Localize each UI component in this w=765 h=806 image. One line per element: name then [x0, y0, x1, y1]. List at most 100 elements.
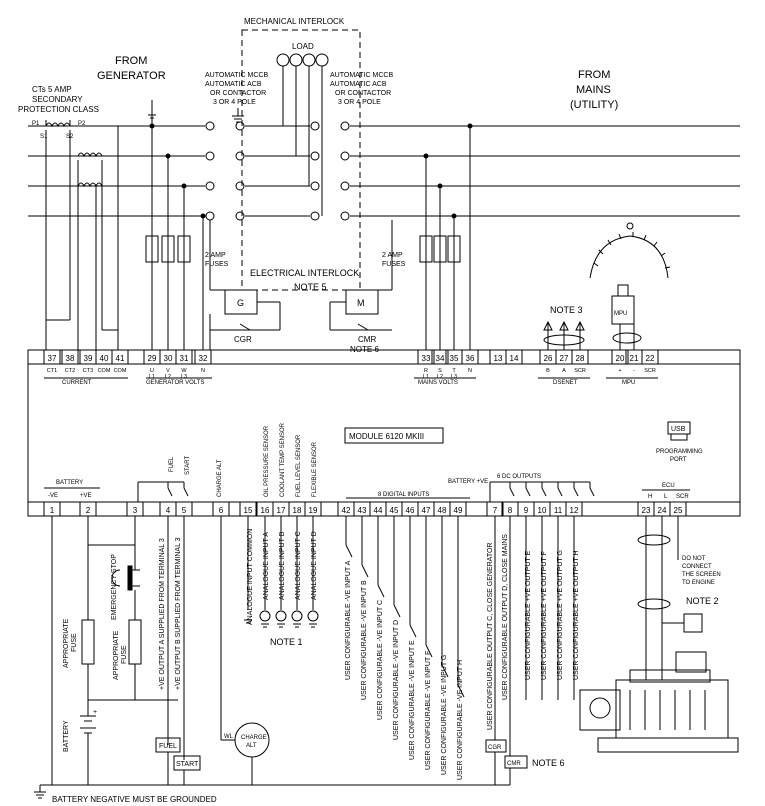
bottom-terminal-number: 46	[406, 506, 415, 515]
terminal-descriptions: +VE OUTPUT A SUPPLIED FROM TERMINAL 3+VE…	[159, 529, 580, 780]
ground-icon	[34, 784, 52, 799]
top-terminal-20[interactable]	[611, 349, 629, 365]
svg-text:START: START	[176, 761, 199, 768]
mpu-gear-icon: MPU	[589, 222, 671, 350]
top-terminal-sub: L1	[423, 374, 429, 380]
contact-circles	[205, 121, 350, 221]
top-terminal-41[interactable]	[111, 349, 129, 365]
bottom-terminal-number: 43	[358, 506, 367, 515]
from-mains-label-2: MAINS	[576, 84, 611, 96]
note1-label: NOTE 1	[270, 637, 303, 647]
top-terminal-sub: V	[166, 368, 170, 374]
svg-text:APPROPRIATE: APPROPRIATE	[63, 618, 70, 668]
svg-text:ALT: ALT	[246, 743, 257, 749]
bottom-terminal-number: 12	[570, 506, 579, 515]
top-terminal-sub: N	[468, 368, 472, 374]
earth-icon	[232, 108, 244, 123]
top-terminal-36[interactable]	[461, 349, 479, 365]
top-terminal-31[interactable]	[175, 349, 193, 365]
svg-text:M: M	[357, 298, 365, 308]
sensor-label: COOLANT TEMP SENSOR	[280, 422, 286, 497]
top-terminal-38[interactable]	[61, 349, 79, 365]
top-terminal-number: 26	[544, 354, 553, 363]
top-terminal-sub: L3	[451, 374, 457, 380]
svg-text:USB: USB	[671, 426, 686, 433]
ground-symbols	[244, 619, 317, 628]
top-terminal-number: 29	[148, 354, 157, 363]
svg-text:APPROPRIATE: APPROPRIATE	[113, 630, 120, 680]
top-terminal-number: 31	[180, 354, 189, 363]
top-terminal-number: 21	[630, 354, 639, 363]
from-mains-label-1: FROM	[578, 69, 610, 81]
top-terminal-28[interactable]	[571, 349, 589, 365]
bottom-terminal-number: 9	[524, 506, 529, 515]
sensor-label: FUEL LEVEL SENSOR	[296, 434, 302, 497]
mpu-group-label: MPU	[622, 380, 635, 386]
bottom-terminal-number: 10	[538, 506, 547, 515]
top-terminal-number: 28	[576, 354, 585, 363]
desc-t18: ANALOGUE INPUT C	[295, 531, 302, 600]
top-terminal-32[interactable]	[194, 349, 212, 365]
cgr-box	[485, 739, 507, 753]
desc-t45: USER CONFIGURABLE -VE INPUT D	[393, 620, 400, 740]
top-terminal-number: 32	[199, 354, 208, 363]
top-terminal-37[interactable]	[43, 349, 61, 365]
top-terminal-sub: L2	[165, 374, 171, 380]
bottom-terminal-number: 24	[658, 506, 667, 515]
sensor-label: FLEXIBLE SENSOR	[312, 441, 318, 497]
svg-text:OR CONTACTOR: OR CONTACTOR	[335, 90, 391, 97]
svg-text:CHARGE ALT: CHARGE ALT	[217, 459, 223, 497]
bottom-terminal-number: 7	[493, 506, 498, 515]
cts-label-2: SECONDARY	[32, 95, 83, 104]
svg-text:P1: P1	[32, 121, 40, 127]
top-terminal-33[interactable]	[417, 349, 435, 365]
svg-text:AUTOMATIC MCCB: AUTOMATIC MCCB	[205, 72, 268, 79]
bottom-terminal-number: 47	[422, 506, 431, 515]
top-terminal-number: 33	[422, 354, 431, 363]
top-terminal-sub: +	[618, 368, 621, 374]
top-terminal-number: 35	[450, 354, 459, 363]
bottom-terminal-number: 49	[454, 506, 463, 515]
svg-text:CMR: CMR	[358, 335, 376, 344]
top-terminal-sub: COM	[98, 368, 111, 374]
bottom-terminal-number: 17	[277, 506, 286, 515]
bottom-terminal-number: 19	[309, 506, 318, 515]
top-terminal-sub: SCR	[574, 368, 586, 374]
top-terminal-strip: 37CT138CT239CT340COM41COM29UL130VL231WL3…	[43, 349, 659, 380]
top-terminal-22[interactable]	[641, 349, 659, 365]
top-terminal-34[interactable]	[431, 349, 449, 365]
mains-fuses	[419, 235, 461, 263]
desc-t49: USER CONFIGURABLE -VE INPUT H	[457, 660, 464, 780]
svg-text:WL: WL	[224, 734, 234, 740]
battery-group-label: BATTERY	[56, 480, 83, 486]
svg-text:2 AMP: 2 AMP	[205, 252, 226, 259]
svg-text:H: H	[648, 494, 652, 500]
top-terminal-14[interactable]	[505, 349, 523, 365]
desc-t19: ANALOGUE INPUT D	[311, 531, 318, 600]
top-terminal-sub: T	[452, 368, 456, 374]
top-terminal-sub: SCR	[644, 368, 656, 374]
svg-text:NOTE 3: NOTE 3	[550, 305, 583, 315]
mains-mccb-label: AUTOMATIC MCCB AUTOMATIC ACB OR CONTACTO…	[330, 72, 393, 106]
top-terminal-sub: CT1	[47, 368, 57, 374]
desc-t43: USER CONFIGURABLE -VE INPUT B	[361, 580, 368, 700]
desc-t47: USER CONFIGURABLE -VE INPUT F	[425, 651, 432, 770]
module-name-box	[344, 427, 444, 444]
analogue-sensors	[259, 516, 319, 622]
note2-label: NOTE 2	[686, 596, 719, 606]
svg-text:+VE: +VE	[80, 493, 92, 499]
top-terminal-sub: CT3	[83, 368, 93, 374]
bottom-terminal-number: 23	[642, 506, 651, 515]
svg-text:P2: P2	[78, 121, 86, 127]
bottom-terminal-number: 4	[166, 506, 171, 515]
start-box	[173, 755, 201, 771]
top-terminal-sub: A	[562, 368, 566, 374]
desc-t8: USER CONFIGURABLE OUTPUT D, CLOSE MAINS	[502, 534, 509, 700]
desc-t11: USER CONFIGURABLE +VE OUTPUT G	[557, 550, 564, 680]
svg-text:CHARGE: CHARGE	[241, 735, 267, 741]
gen-fuses	[145, 235, 191, 263]
bottom-terminal-number: 18	[293, 506, 302, 515]
desc-t10: USER CONFIGURABLE +VE OUTPUT F	[541, 551, 548, 680]
load-circle-2	[289, 53, 303, 67]
current-label: CURRENT	[62, 380, 92, 386]
